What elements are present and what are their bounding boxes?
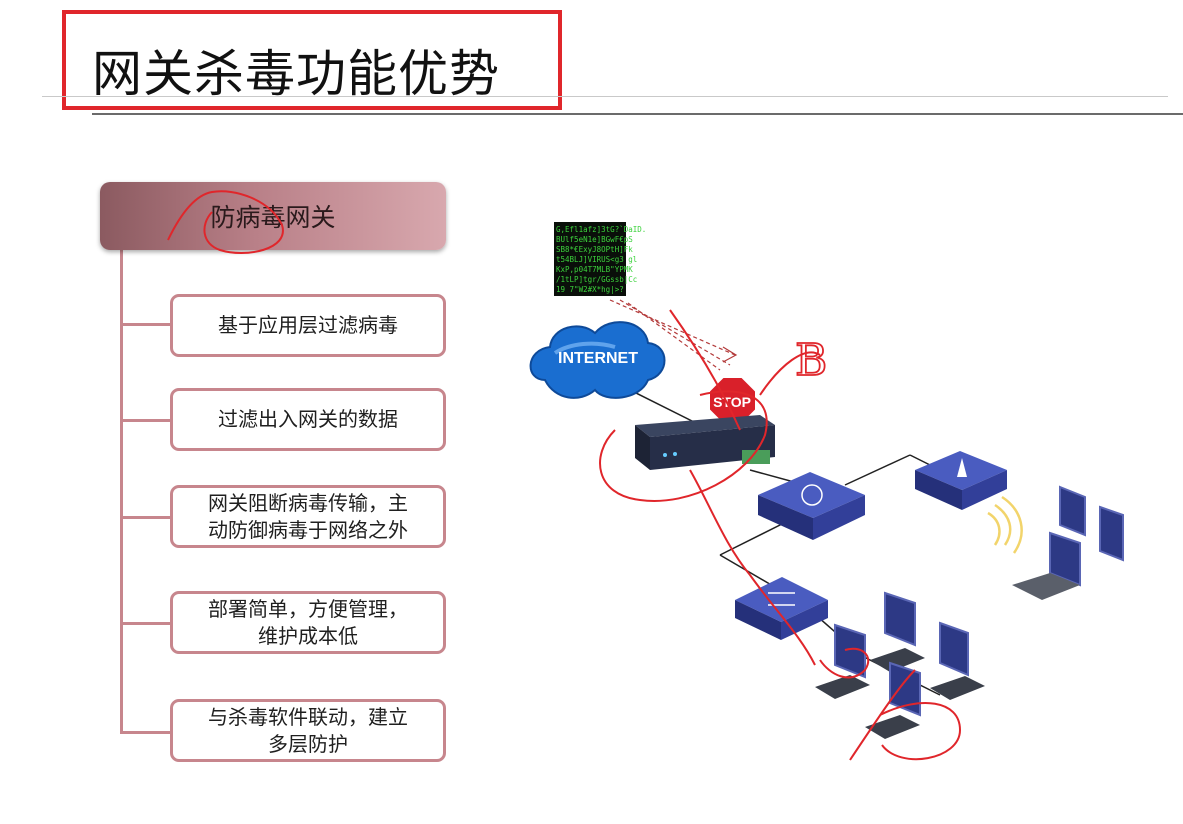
desktop-monitor-icon <box>930 621 985 700</box>
virus-code-line: /1tLP]tgr/GGssb|Cc <box>556 275 637 284</box>
handwriting-annotations <box>599 309 962 761</box>
child-node: 过滤出入网关的数据 <box>170 388 446 451</box>
child-node: 与杀毒软件联动，建立 多层防护 <box>170 699 446 762</box>
child-node-label: 与杀毒软件联动，建立 多层防护 <box>208 704 408 756</box>
stop-label: STOP <box>713 394 751 410</box>
virus-arrows <box>609 299 738 371</box>
child-node-label: 过滤出入网关的数据 <box>218 407 398 431</box>
router-icon <box>758 472 865 540</box>
virus-code-line: BUlf5eN1e]BGwF€pS <box>556 235 633 244</box>
root-node-label: 防病毒网关 <box>210 203 336 232</box>
network-diagram: G,Efl1afz]3tG?`DaID. BUlf5eN1e]BGwF€pS S… <box>529 222 1124 761</box>
desktop-monitor-icon <box>865 661 921 739</box>
switch-icon <box>735 577 828 640</box>
tree-branch-line <box>120 516 172 519</box>
virus-code-image: G,Efl1afz]3tG?`DaID. BUlf5eN1e]BGwF€pS S… <box>554 222 646 296</box>
child-node-label: 基于应用层过滤病毒 <box>218 313 398 337</box>
internet-label: INTERNET <box>558 350 638 367</box>
title-rule-bottom <box>92 113 1183 115</box>
child-node-label: 部署简单，方便管理， 维护成本低 <box>208 596 408 648</box>
wireless-access-point-icon <box>915 451 1007 510</box>
virus-code-line: t54BLJ]VIRUS<g3 gl <box>556 255 637 264</box>
virus-code-line: SB8*€ExyJ8OPtH]Fk <box>556 245 633 254</box>
handwriting-circle-annotation <box>167 190 284 254</box>
firewall-device-icon <box>635 415 775 470</box>
tree-branch-line <box>120 731 172 734</box>
child-node: 部署简单，方便管理， 维护成本低 <box>170 591 446 654</box>
wifi-signal-icon <box>987 495 1023 554</box>
virus-code-line: KxP,p04T7MLB"YPMK <box>556 265 633 274</box>
internet-cloud-icon: INTERNET <box>529 321 666 399</box>
handwriting-b-annotation: B <box>795 335 827 386</box>
title-highlight-box <box>62 10 562 110</box>
tree-branch-line <box>120 323 172 326</box>
child-node-label: 网关阻断病毒传输，主 动防御病毒于网络之外 <box>208 490 408 542</box>
page-title: 网关杀毒功能优势 <box>92 45 500 103</box>
child-node: 网关阻断病毒传输，主 动防御病毒于网络之外 <box>170 485 446 548</box>
child-node: 基于应用层过滤病毒 <box>170 294 446 357</box>
desktop-monitor-icon <box>870 591 925 672</box>
title-rule-top <box>42 96 1168 97</box>
root-node-antivirus-gateway: 防病毒网关 <box>100 182 446 250</box>
virus-code-line: 19 7"W2#X*hg|>? <box>556 285 624 294</box>
desktop-monitor-icon <box>1099 505 1124 562</box>
tree-trunk-line <box>120 250 123 734</box>
tree-branch-line <box>120 622 172 625</box>
laptop-icon <box>1012 531 1081 600</box>
tree-branch-line <box>120 419 172 422</box>
virus-code-line: G,Efl1afz]3tG?`DaID. <box>556 225 646 234</box>
desktop-monitor-icon <box>815 623 870 699</box>
desktop-monitor-icon <box>1059 485 1086 537</box>
